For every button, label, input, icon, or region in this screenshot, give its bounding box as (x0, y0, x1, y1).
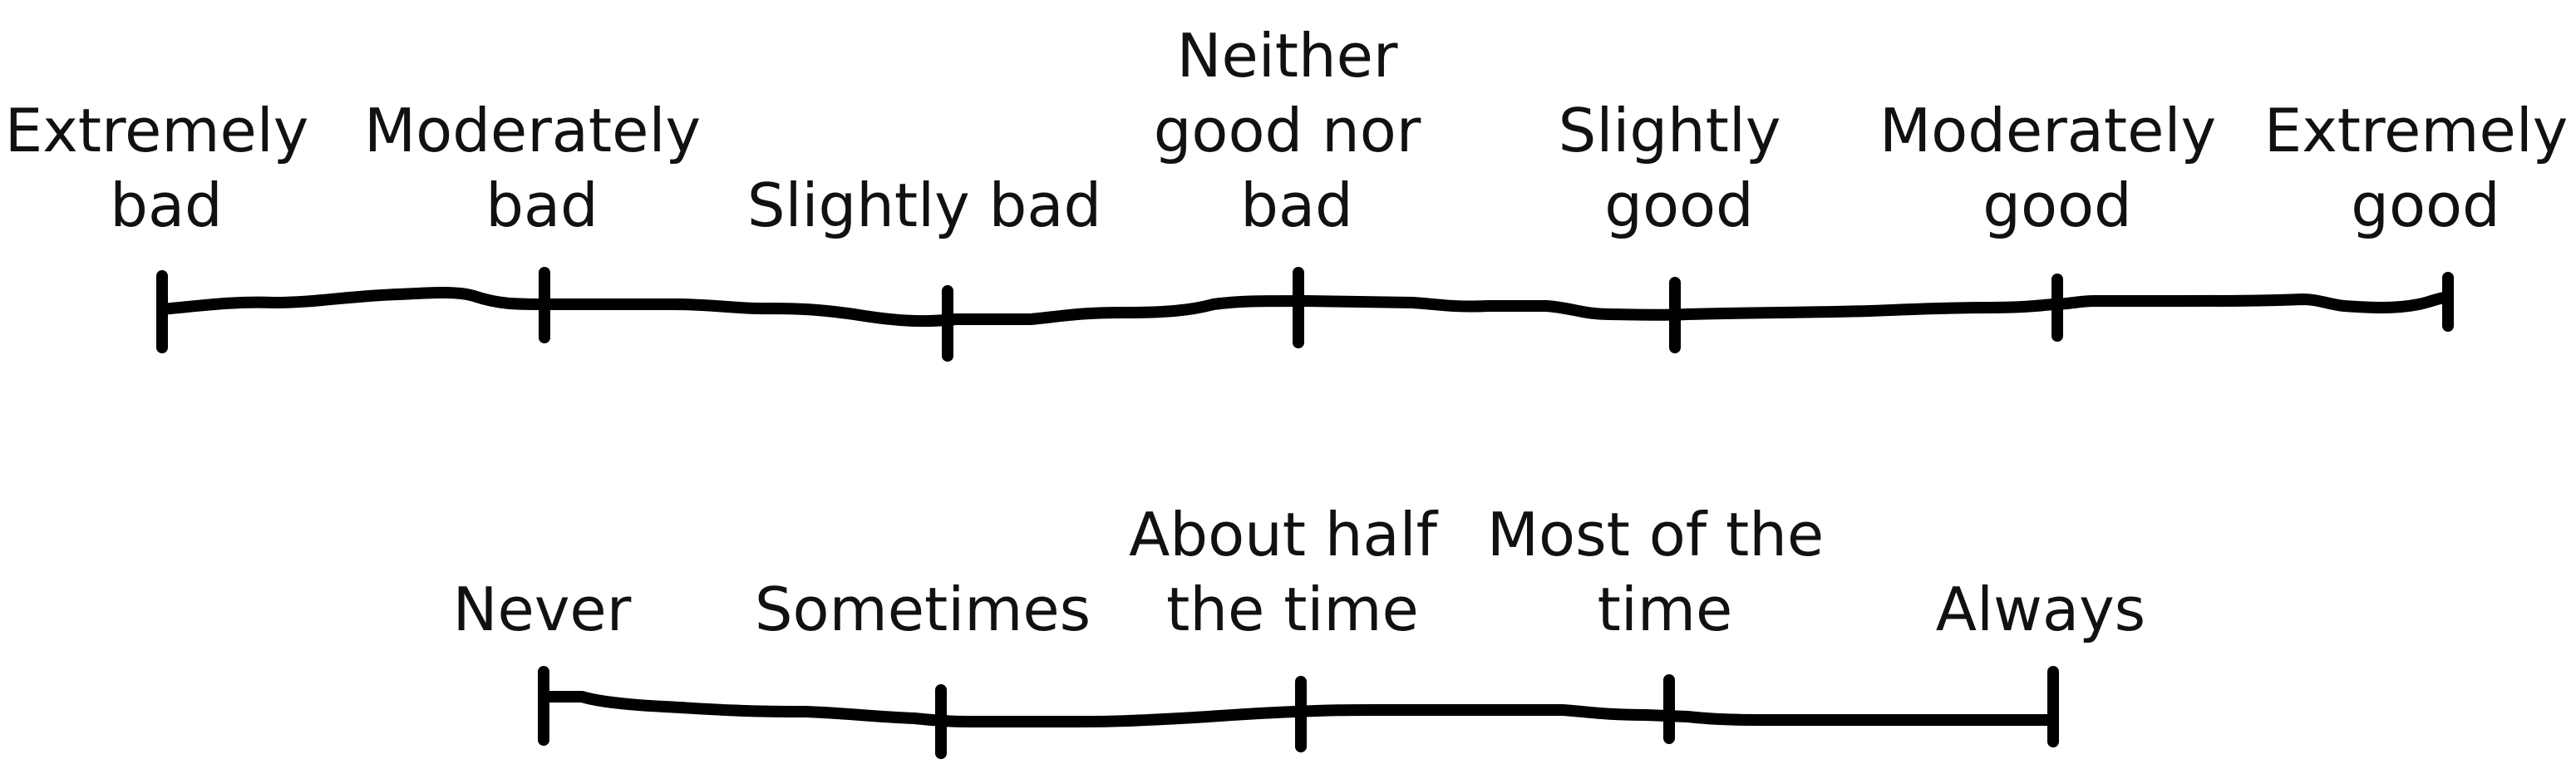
label-slightly-good: Slightly good (1559, 96, 1800, 240)
label-sometimes: Sometimes (755, 574, 1091, 644)
label-neither: Neither good nor bad (1154, 21, 1441, 240)
frequency-scale-line (539, 691, 2059, 727)
label-never: Never (453, 574, 632, 644)
label-slightly-bad: Slightly bad (747, 170, 1101, 240)
label-moderately-bad: Moderately bad (364, 96, 720, 240)
label-most-of-the-time: Most of the time (1487, 500, 1843, 644)
label-about-half: About half the time (1129, 500, 1456, 644)
label-extremely-good: Extremely good (2264, 96, 2576, 240)
label-moderately-good: Moderately good (1879, 96, 2235, 240)
label-always: Always (1936, 574, 2145, 644)
label-extremely-bad: Extremely bad (5, 96, 328, 240)
quality-scale-line (156, 287, 2450, 328)
